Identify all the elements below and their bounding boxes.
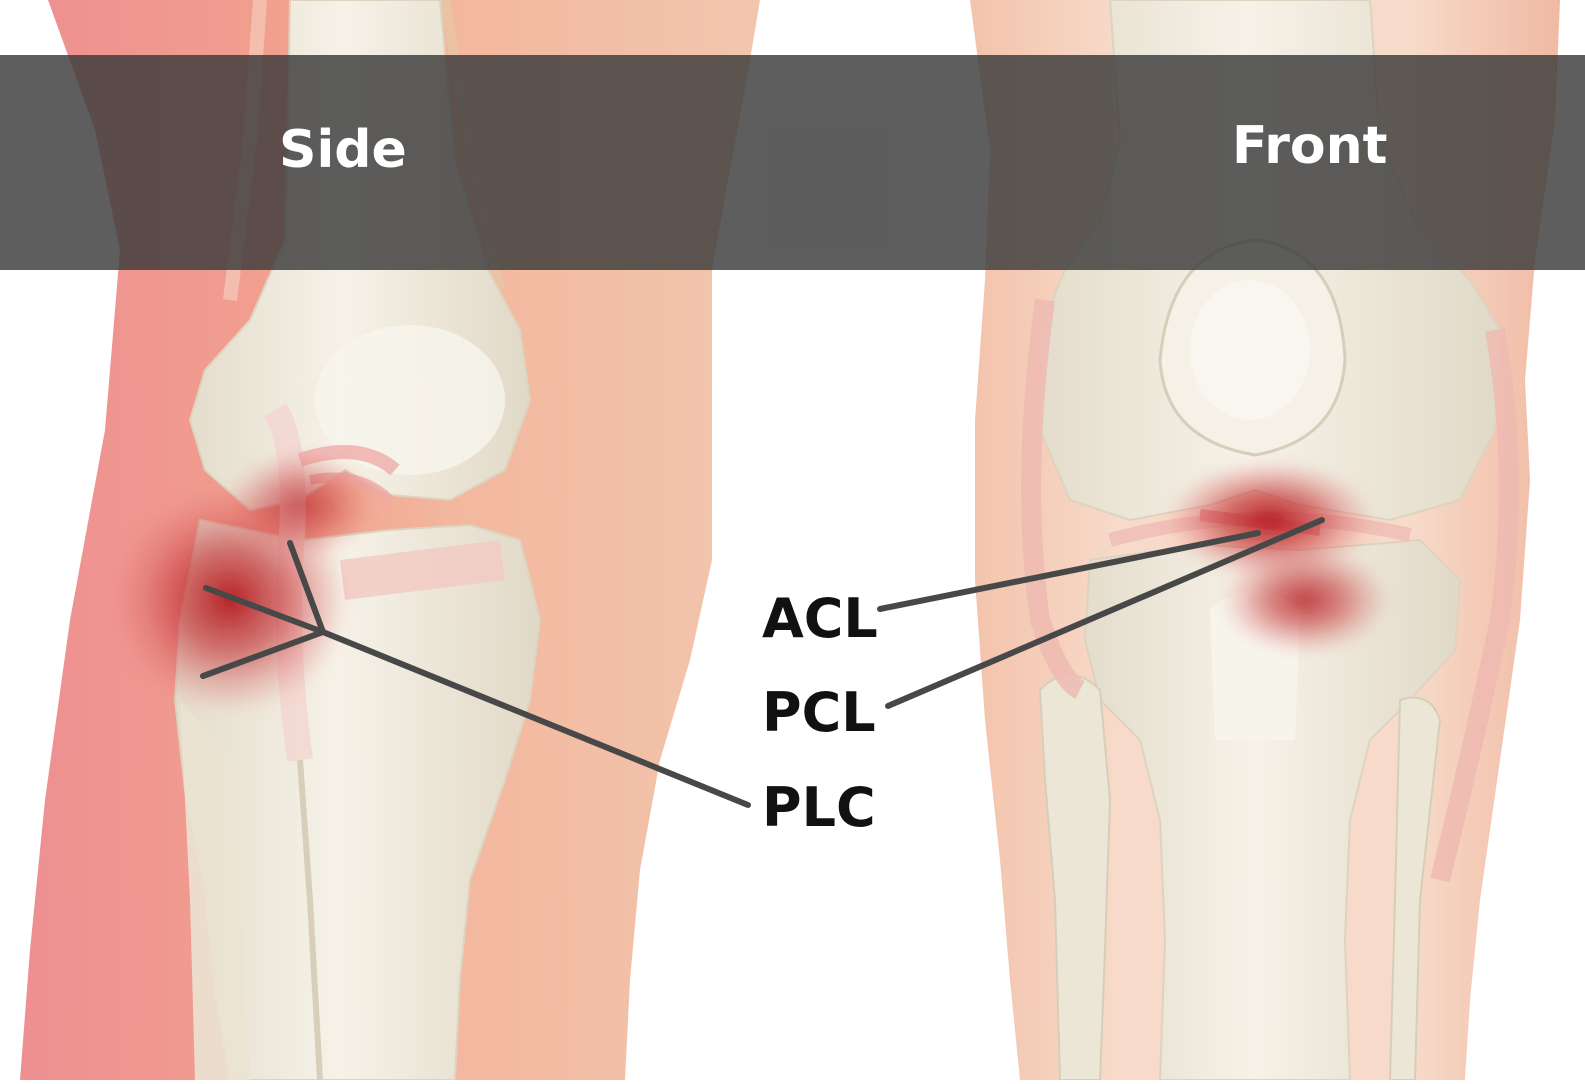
label-acl: ACL <box>762 592 878 646</box>
label-plc: PLC <box>762 781 876 835</box>
view-title-side: Side <box>279 124 407 176</box>
view-title-front: Front <box>1232 120 1387 172</box>
label-pcl: PCL <box>762 686 876 740</box>
front-injury-highlight-lower <box>1220 545 1390 655</box>
